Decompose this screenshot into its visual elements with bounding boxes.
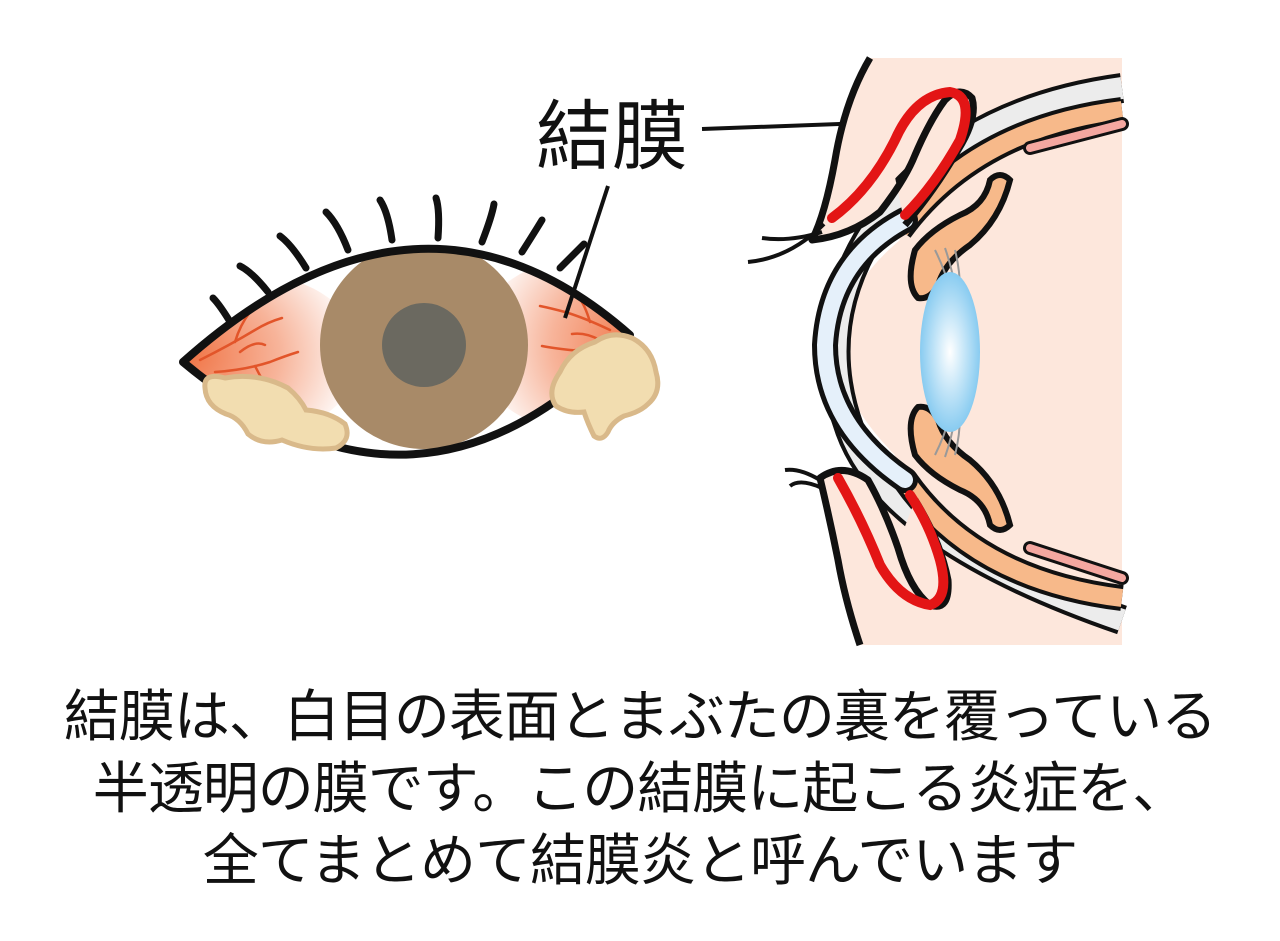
eyelashes [209,194,588,329]
leader-line-front [563,185,610,319]
conjunctiva-label: 結膜 [536,92,688,181]
conjunctiva-upper [827,86,971,223]
pupil [382,303,466,387]
discharge-left [202,373,350,452]
caption-line-2: 半透明の膜です。この結膜に起こる炎症を、 [92,757,1188,822]
eye-cross-section [747,56,1129,647]
caption: 結膜は、白目の表面とまぶたの裏を覆っている 半透明の膜です。この結膜に起こる炎症… [0,682,1280,898]
lens [920,272,980,432]
caption-line-3: 全てまとめて結膜炎と呼んでいます [202,829,1078,894]
conjunctiva-lower [833,473,949,611]
caption-line-1: 結膜は、白目の表面とまぶたの裏を覆っている [63,685,1217,750]
discharge-right [549,332,661,441]
conjunctiva-illustration: 結膜 [179,56,1129,647]
ciliary-body-lower [907,403,1014,533]
ciliary-body-upper [907,172,1014,302]
